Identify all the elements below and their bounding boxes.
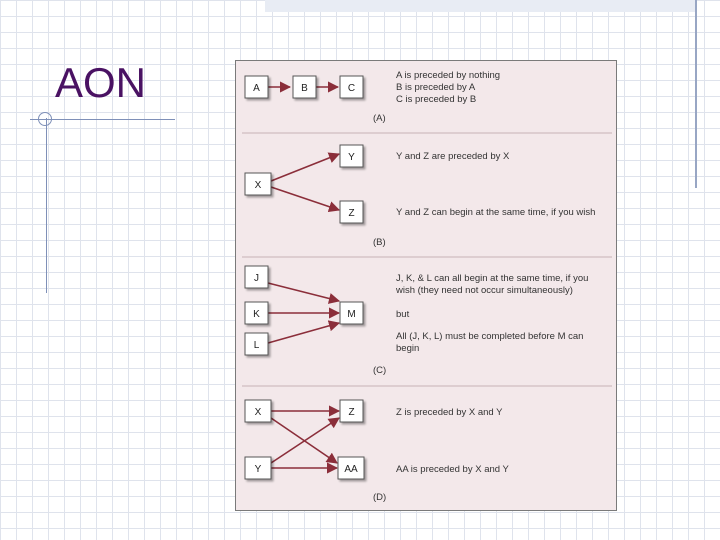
node-k-label: K: [253, 309, 260, 320]
node-z-label: Z: [348, 407, 354, 418]
node-b: B: [292, 75, 317, 99]
arrow-x-y: [270, 152, 341, 182]
node-b-label: B: [301, 83, 308, 94]
node-y-label: Y: [255, 464, 262, 475]
panel-d-label: (D): [373, 492, 386, 503]
panel-b-text-line: Y and Z are preceded by X: [396, 151, 510, 162]
aon-diagram-figure: A B C A is preceded by nothing B is prec…: [235, 60, 617, 511]
node-l: L: [244, 332, 269, 356]
panel-a-text-line: B is preceded by A: [396, 82, 476, 93]
panel-a-text-line: C is preceded by B: [396, 94, 476, 105]
panel-c-text-line: begin: [396, 343, 419, 354]
node-a-label: A: [253, 83, 260, 94]
node-x-label: X: [255, 407, 262, 418]
panel-c: J K L M J, K, & L can all begin at the s…: [244, 265, 588, 376]
node-j-label: J: [254, 273, 259, 284]
decorative-vertical-rule: [46, 118, 47, 293]
node-aa: AA: [337, 456, 365, 480]
arrow-y-z: [270, 417, 340, 464]
node-j: J: [244, 265, 269, 289]
node-y: Y: [244, 456, 272, 480]
panel-c-text-line: All (J, K, L) must be completed before M…: [396, 331, 583, 342]
node-c: C: [339, 75, 364, 99]
header-strip: [265, 0, 695, 12]
node-c-label: C: [348, 83, 355, 94]
arrow-j-m: [267, 282, 341, 304]
node-x-label: X: [255, 180, 262, 191]
node-aa-label: AA: [344, 464, 358, 475]
panel-b-label: (B): [373, 237, 386, 248]
title-underline: [30, 119, 175, 120]
node-y: Y: [339, 144, 364, 168]
node-y-label: Y: [348, 152, 355, 163]
node-a: A: [244, 75, 269, 99]
panel-d-text-line: AA is preceded by X and Y: [396, 464, 510, 475]
panel-c-text-line: but: [396, 309, 410, 320]
panel-b: X Y Z Y and Z are preceded by X Y and Z …: [244, 144, 595, 248]
node-z: Z: [339, 399, 364, 423]
decorative-circle-icon: [38, 112, 52, 126]
node-m-label: M: [347, 309, 355, 320]
panel-c-label: (C): [373, 365, 386, 376]
panel-a-text-line: A is preceded by nothing: [396, 70, 500, 81]
node-k: K: [244, 301, 269, 325]
aon-diagram: A B C A is preceded by nothing B is prec…: [242, 70, 612, 503]
node-z: Z: [339, 200, 364, 224]
panel-a: A B C A is preceded by nothing B is prec…: [244, 70, 500, 124]
panel-b-text-line: Y and Z can begin at the same time, if y…: [396, 207, 595, 218]
panel-c-text-line: J, K, & L can all begin at the same time…: [396, 273, 588, 284]
node-x: X: [244, 172, 272, 196]
arrow-l-m: [267, 320, 341, 344]
slide-title: AON: [55, 59, 147, 106]
panel-c-text-line: wish (they need not occur simultaneously…: [395, 285, 573, 296]
node-m: M: [339, 301, 364, 325]
panel-d-text-line: Z is preceded by X and Y: [396, 407, 503, 418]
node-z-label: Z: [348, 208, 354, 219]
panel-a-label: (A): [373, 113, 386, 124]
decorative-vertical-line: [695, 0, 697, 188]
node-x: X: [244, 399, 272, 423]
panel-d: X Y Z AA Z is preceded by X and Y AA is …: [244, 399, 510, 503]
node-l-label: L: [254, 340, 260, 351]
arrow-x-z: [270, 186, 341, 213]
